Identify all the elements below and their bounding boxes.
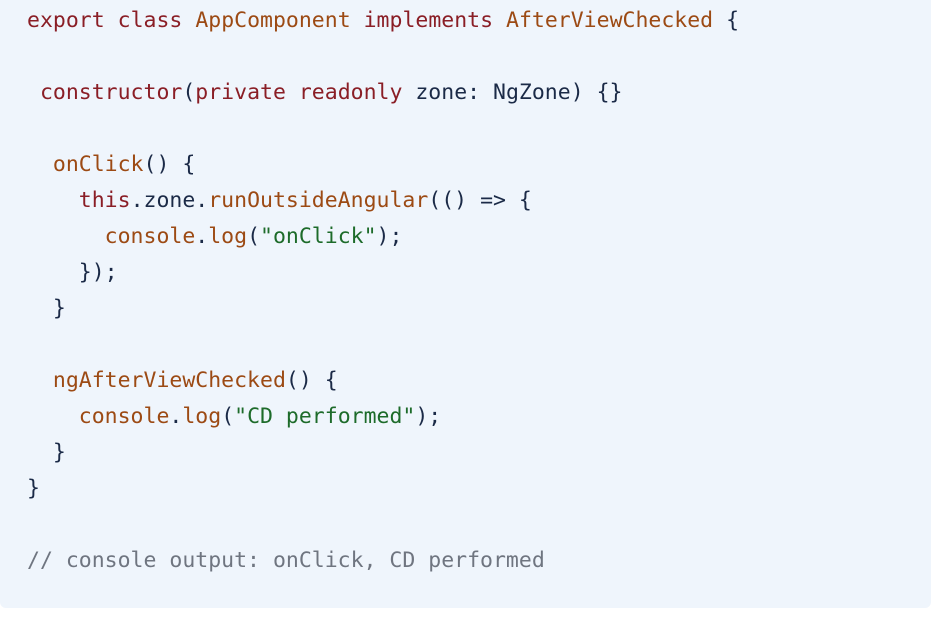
code-token-plain: ); — [376, 224, 403, 249]
code-line: console.log("onClick"); — [27, 219, 403, 255]
code-token-class: AppComponent — [195, 8, 351, 33]
code-line: }); — [27, 255, 118, 291]
code-token-func: ngAfterViewChecked — [52, 368, 286, 393]
code-token-plain — [182, 8, 195, 33]
code-token-plain — [493, 8, 506, 33]
code-token-func: console — [104, 224, 196, 249]
code-token-keyword: private — [195, 80, 286, 105]
code-line: constructor(private readonly zone: NgZon… — [27, 75, 623, 111]
code-line: onClick() { — [27, 147, 195, 183]
code-token-func: runOutsideAngular — [208, 188, 429, 213]
code-token-plain: () { — [285, 368, 338, 393]
code-token-plain: (() => { — [428, 188, 532, 213]
code-token-plain: zone: NgZone) {} — [402, 80, 623, 105]
code-token-plain: ( — [247, 224, 261, 249]
code-token-plain — [27, 80, 40, 105]
code-token-plain: ( — [221, 404, 235, 429]
code-token-plain: ); — [415, 404, 442, 429]
code-token-plain — [27, 368, 53, 393]
code-token-string: "onClick" — [260, 224, 377, 249]
code-token-plain — [105, 8, 118, 33]
code-token-plain: ( — [182, 80, 196, 105]
code-token-func: log — [208, 224, 248, 249]
code-line: } — [27, 291, 66, 327]
code-token-class: AfterViewChecked — [506, 8, 714, 33]
code-token-func: onClick — [52, 152, 144, 177]
code-token-func: log — [182, 404, 222, 429]
code-token-keyword: export — [27, 8, 105, 33]
code-line: // console output: onClick, CD performed — [27, 543, 545, 579]
code-token-plain — [27, 152, 53, 177]
code-token-keyword: implements — [363, 8, 494, 33]
code-token-plain: .zone. — [130, 188, 209, 213]
code-token-plain: { — [713, 8, 740, 33]
code-token-plain: . — [169, 404, 183, 429]
code-line: } — [27, 435, 66, 471]
code-token-plain: } — [27, 296, 66, 321]
code-token-plain: () { — [143, 152, 196, 177]
code-token-string: "CD performed" — [234, 404, 416, 429]
code-token-comment: // console output: onClick, CD performed — [27, 548, 545, 573]
code-token-plain — [286, 80, 299, 105]
code-token-keyword: constructor — [39, 80, 183, 105]
code-line: ngAfterViewChecked() { — [27, 363, 338, 399]
code-line: console.log("CD performed"); — [27, 399, 441, 435]
code-token-plain: }); — [27, 260, 118, 285]
code-token-plain: . — [195, 224, 209, 249]
code-token-keyword: class — [117, 8, 183, 33]
code-token-this: this — [78, 188, 131, 213]
code-token-plain — [27, 188, 79, 213]
code-line: } — [27, 471, 40, 507]
code-token-func: console — [78, 404, 170, 429]
code-line: export class AppComponent implements Aft… — [27, 3, 739, 39]
code-line: this.zone.runOutsideAngular(() => { — [27, 183, 532, 219]
code-token-plain: } — [27, 440, 66, 465]
code-token-plain — [27, 224, 105, 249]
code-token-plain: } — [27, 476, 40, 501]
code-token-plain — [351, 8, 364, 33]
code-token-keyword: readonly — [298, 80, 403, 105]
code-token-plain — [27, 404, 79, 429]
